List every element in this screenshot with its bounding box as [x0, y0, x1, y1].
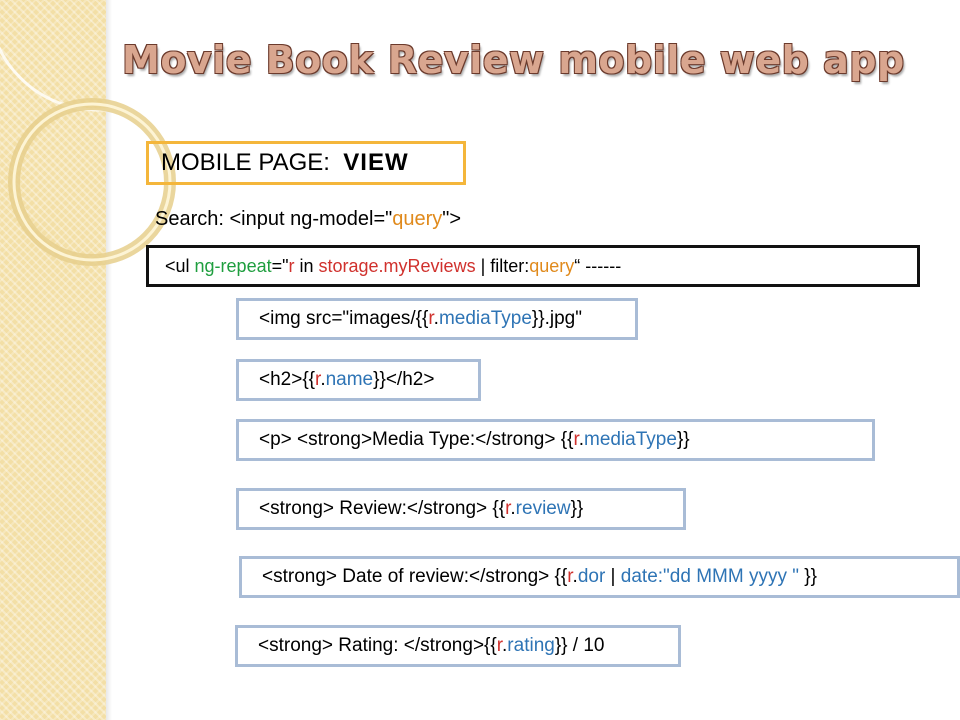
review-box: <strong> Review:</strong> {{r.review}} [236, 488, 686, 530]
code-prop: review [515, 498, 571, 519]
sidebar-edge [106, 0, 112, 720]
code-text: <strong> Rating: </strong>{{ [258, 635, 497, 656]
code-var: r [428, 308, 434, 329]
ul-repeat-box: <ul ng-repeat="r in storage.myReviews | … [146, 245, 920, 287]
code-var: r [288, 256, 295, 276]
code-keyword: query [529, 256, 575, 276]
code-text: <h2>{{ [259, 369, 316, 390]
rating-box: <strong> Rating: </strong>{{r.rating}} /… [235, 625, 681, 667]
code-text: }}</h2> [373, 369, 435, 390]
code-text: | [605, 566, 621, 587]
code-text: }} [798, 566, 817, 587]
h2-name-box: <h2>{{r.name}}</h2> [236, 359, 481, 401]
date-of-review-box: <strong> Date of review:</strong> {{r.do… [239, 556, 960, 598]
code-var: r [315, 369, 321, 390]
search-code-line: Search: <input ng-model="query"> [155, 208, 461, 231]
code-keyword: ng-repeat [194, 256, 272, 276]
code-text: “ ------ [574, 256, 622, 276]
code-keyword: query [392, 208, 443, 230]
badge-prefix: MOBILE PAGE: [161, 149, 330, 176]
code-text: . [320, 369, 326, 390]
code-prop: mediaType [584, 429, 677, 450]
code-text: . [578, 429, 584, 450]
code-prop: mediaType [438, 308, 532, 329]
page-title: Movie Book Review mobile web app [122, 38, 905, 82]
media-type-box: <p> <strong>Media Type:</strong> {{r.med… [236, 419, 875, 461]
code-text: <strong> Review:</strong> {{ [259, 498, 506, 519]
code-text: Search: <input ng-model=" [155, 208, 393, 230]
code-text: }} [570, 498, 584, 519]
code-var: r [573, 429, 579, 450]
code-filter: date:"dd MMM yyyy " [620, 566, 799, 587]
code-var: storage.myReviews [318, 256, 476, 276]
code-text: . [510, 498, 516, 519]
code-text: . [502, 635, 508, 656]
code-var: r [496, 635, 503, 656]
img-src-box: <img src="images/{{r.mediaType}}.jpg" [236, 298, 638, 340]
code-text: in [294, 256, 319, 276]
code-prop: dor [577, 566, 606, 587]
code-text: | filter: [475, 256, 530, 276]
code-text: <ul [165, 256, 195, 276]
code-text: <strong> Date of review:</strong> {{ [262, 566, 568, 587]
code-text: <img src="images/{{ [259, 308, 429, 329]
code-text: }}.jpg" [531, 308, 582, 329]
code-text: }} / 10 [554, 635, 605, 656]
badge-strong: VIEW [343, 149, 409, 176]
code-var: r [505, 498, 511, 519]
code-prop: rating [507, 635, 555, 656]
code-prop: name [325, 369, 374, 390]
code-text: . [572, 566, 578, 587]
code-text: "> [442, 208, 462, 230]
code-var: r [567, 566, 573, 587]
code-text: . [433, 308, 439, 329]
code-text: =" [271, 256, 289, 276]
code-text: <p> <strong>Media Type:</strong> {{ [259, 429, 574, 450]
mobile-page-badge: MOBILE PAGE: VIEW [146, 141, 466, 185]
code-text: }} [676, 429, 690, 450]
